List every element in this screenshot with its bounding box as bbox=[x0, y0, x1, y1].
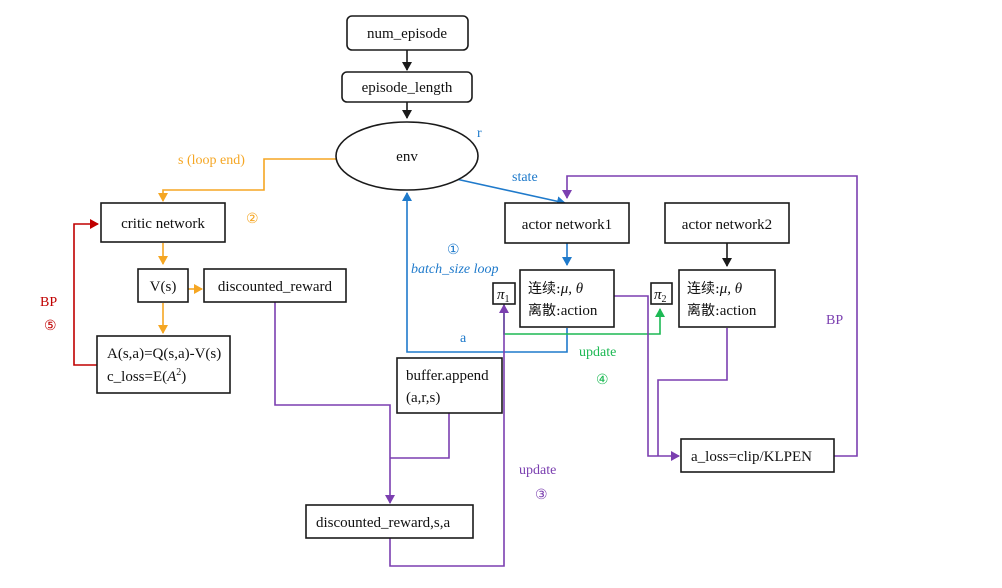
edge-env-to-critic-s-loop-end bbox=[158, 158, 336, 202]
actor1-continuous-line: 连续:μ, θ bbox=[528, 280, 584, 297]
edge-actor2-output-to-a-loss bbox=[657, 328, 728, 456]
batch-label: discounted_reward,s,a bbox=[316, 515, 450, 531]
batch-size-loop-label: batch_size loop bbox=[411, 262, 499, 277]
edge-actor1-output-to-a-loss bbox=[614, 295, 680, 461]
critic-network-label: critic network bbox=[121, 216, 205, 232]
pi2-subscript: 2 bbox=[662, 294, 667, 305]
vs-node: V(s) bbox=[137, 268, 189, 303]
a-loss-label: a_loss=clip/KLPEN bbox=[691, 449, 812, 465]
bp-purple-label: BP bbox=[826, 313, 843, 328]
env-label: env bbox=[396, 149, 418, 165]
pi1-node: π1 bbox=[492, 282, 516, 305]
vs-label: V(s) bbox=[150, 279, 177, 295]
env-node: env bbox=[335, 121, 479, 191]
s-loop-end-label: s (loop end) bbox=[178, 153, 245, 168]
batch-node: discounted_reward,s,a bbox=[305, 504, 474, 539]
actor-network1-label: actor network1 bbox=[522, 217, 612, 233]
actor2-discrete-label: 离散: bbox=[687, 302, 720, 319]
num-episode-node: num_episode bbox=[346, 15, 469, 51]
step-1-marker: ① bbox=[447, 243, 460, 258]
step-5-marker: ⑤ bbox=[44, 319, 57, 334]
actor2-discrete-value: action bbox=[720, 303, 757, 319]
edge-discounted-reward-to-batch bbox=[274, 302, 395, 504]
actor2-continuous-line: 连续:μ, θ bbox=[687, 280, 743, 297]
episode-length-label: episode_length bbox=[362, 80, 453, 96]
pi1-subscript: 1 bbox=[505, 294, 510, 305]
buffer-append-args: (a,r,s) bbox=[406, 390, 440, 406]
actor-network2-node: actor network2 bbox=[664, 202, 790, 244]
actor1-discrete-label: 离散: bbox=[528, 302, 561, 319]
actor2-continuous-label: 连续: bbox=[687, 280, 720, 297]
pi1-symbol: π bbox=[497, 287, 505, 303]
buffer-append-label: buffer.append bbox=[406, 368, 489, 384]
critic-loss-var: A bbox=[166, 369, 177, 385]
actor1-discrete-line: 离散:action bbox=[528, 302, 598, 319]
step-3-marker: ③ bbox=[535, 488, 548, 503]
actor2-discrete-line: 离散:action bbox=[687, 302, 757, 319]
pi2-label: π2 bbox=[654, 287, 667, 305]
edge-a-loss-to-actor1-bp bbox=[562, 175, 858, 457]
actor1-continuous-label: 连续: bbox=[528, 280, 561, 297]
advantage-formula: A(s,a)=Q(s,a)-V(s) bbox=[107, 346, 221, 362]
actor-network2-label: actor network2 bbox=[682, 217, 772, 233]
edge-batch-to-pi1-update bbox=[389, 304, 509, 567]
edge-env-to-actor1-state bbox=[455, 178, 566, 207]
critic-loss-sup: 2 bbox=[176, 367, 181, 378]
a-loss-node: a_loss=clip/KLPEN bbox=[680, 438, 835, 473]
edge-buffer-to-batch bbox=[390, 413, 450, 459]
actor1-discrete-value: action bbox=[561, 303, 598, 319]
actor2-continuous-params: μ, θ bbox=[719, 281, 743, 297]
update-purple-label: update bbox=[519, 463, 556, 478]
pi1-label: π1 bbox=[497, 287, 510, 305]
pi2-symbol: π bbox=[654, 287, 662, 303]
critic-network-node: critic network bbox=[100, 202, 226, 243]
advantage-loss-node: A(s,a)=Q(s,a)-V(s) c_loss=E(A2) bbox=[96, 335, 231, 394]
critic-loss-prefix: c_loss=E( bbox=[107, 369, 167, 385]
critic-loss-formula: c_loss=E(A2) bbox=[107, 367, 186, 385]
buffer-append-node: buffer.append (a,r,s) bbox=[396, 357, 503, 414]
edge-advantage-to-critic-bp bbox=[73, 219, 99, 366]
action-label: a bbox=[460, 331, 467, 346]
actor1-continuous-params: μ, θ bbox=[560, 281, 584, 297]
state-label: state bbox=[512, 170, 538, 185]
critic-loss-suffix: ) bbox=[181, 369, 186, 385]
bp-red-label: BP bbox=[40, 295, 57, 310]
num-episode-label: num_episode bbox=[367, 26, 447, 42]
actor1-output-node: 连续:μ, θ 离散:action bbox=[519, 269, 615, 328]
pi2-node: π2 bbox=[650, 282, 673, 305]
step-2-marker: ② bbox=[246, 212, 259, 227]
reward-label: r bbox=[477, 126, 482, 141]
discounted-reward-label: discounted_reward bbox=[218, 279, 333, 295]
actor-network1-node: actor network1 bbox=[504, 202, 630, 244]
actor2-output-node: 连续:μ, θ 离散:action bbox=[678, 269, 776, 328]
step-4-marker: ④ bbox=[596, 373, 609, 388]
discounted-reward-node: discounted_reward bbox=[203, 268, 347, 303]
update-green-label: update bbox=[579, 345, 616, 360]
episode-length-node: episode_length bbox=[341, 71, 473, 103]
edge-output-to-env-a-loop bbox=[402, 192, 568, 353]
